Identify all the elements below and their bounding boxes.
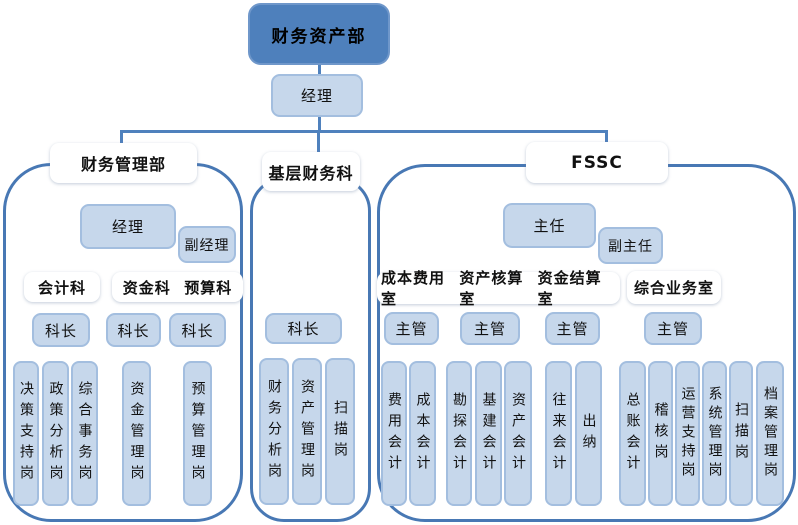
position-exploration-accountant: 勘探会计 <box>446 361 472 506</box>
node-chief-budget: 科长 <box>169 313 226 347</box>
header-finance-management: 财务管理部 <box>50 143 197 183</box>
position-asset-accountant: 资产会计 <box>504 361 532 506</box>
position-general-ledger-accountant: 总账会计 <box>619 361 646 506</box>
label-funds-settlement-room: 资金结算室 <box>537 269 602 308</box>
node-supervisor-funds-settlement: 主管 <box>545 312 600 345</box>
label-budget-section: 预算科 <box>184 278 233 297</box>
label-accounting-section: 会计科 <box>24 272 100 302</box>
connector-drop-middle <box>317 130 320 154</box>
position-system-management: 系统管理岗 <box>702 361 727 506</box>
label-comprehensive-business-room: 综合业务室 <box>627 271 721 304</box>
label-cost-expense-room: 成本费用室 <box>381 269 446 308</box>
node-root-manager: 经理 <box>271 74 363 117</box>
node-grassroots-chief: 科长 <box>265 313 342 344</box>
position-financial-analysis: 财务分析岗 <box>259 358 289 505</box>
node-chief-funds: 科长 <box>106 313 161 347</box>
connector-horizontal <box>120 130 608 133</box>
position-scanning-fssc: 扫描岗 <box>729 361 753 506</box>
position-audit: 稽核岗 <box>648 361 673 506</box>
header-fssc: FSSC <box>526 142 668 183</box>
node-finance-assets-dept: 财务资产部 <box>248 3 390 65</box>
node-fssc-deputy-director: 副主任 <box>598 227 663 264</box>
connector-manager-down <box>318 116 321 132</box>
connector-drop-right <box>605 130 608 144</box>
position-asset-management: 资产管理岗 <box>292 358 322 505</box>
position-construction-accountant: 基建会计 <box>475 361 502 506</box>
position-archives-management: 档案管理岗 <box>756 361 784 506</box>
position-operations-support: 运营支持岗 <box>675 361 700 506</box>
node-chief-accounting: 科长 <box>32 313 90 347</box>
node-supervisor-cost-expense: 主管 <box>384 312 439 345</box>
position-general-affairs: 综合事务岗 <box>71 361 98 506</box>
position-scanning: 扫描岗 <box>325 358 355 505</box>
node-fssc-director: 主任 <box>503 203 596 248</box>
label-funds-budget-sections: 资金科 预算科 <box>112 272 243 302</box>
position-funds-management: 资金管理岗 <box>122 361 151 506</box>
node-supervisor-asset-accounting: 主管 <box>460 312 520 345</box>
label-fssc-rooms: 成本费用室 资产核算室 资金结算室 <box>377 269 620 308</box>
position-current-accounts-accountant: 往来会计 <box>545 361 572 506</box>
connector-drop-left <box>120 130 123 147</box>
position-expense-accountant: 费用会计 <box>381 361 407 506</box>
label-asset-accounting-room: 资产核算室 <box>459 269 524 308</box>
node-fm-manager: 经理 <box>80 204 176 249</box>
connector-root-to-manager <box>318 64 321 76</box>
position-budget-management: 预算管理岗 <box>183 361 212 506</box>
position-cost-accountant: 成本会计 <box>409 361 436 506</box>
header-grassroots-finance: 基层财务科 <box>262 152 360 191</box>
node-supervisor-comprehensive: 主管 <box>644 312 702 345</box>
position-decision-support: 决策支持岗 <box>13 361 39 506</box>
label-funds-section: 资金科 <box>122 278 171 297</box>
node-fm-deputy-manager: 副经理 <box>178 226 236 263</box>
position-cashier: 出纳 <box>575 361 602 506</box>
position-policy-analysis: 政策分析岗 <box>42 361 69 506</box>
